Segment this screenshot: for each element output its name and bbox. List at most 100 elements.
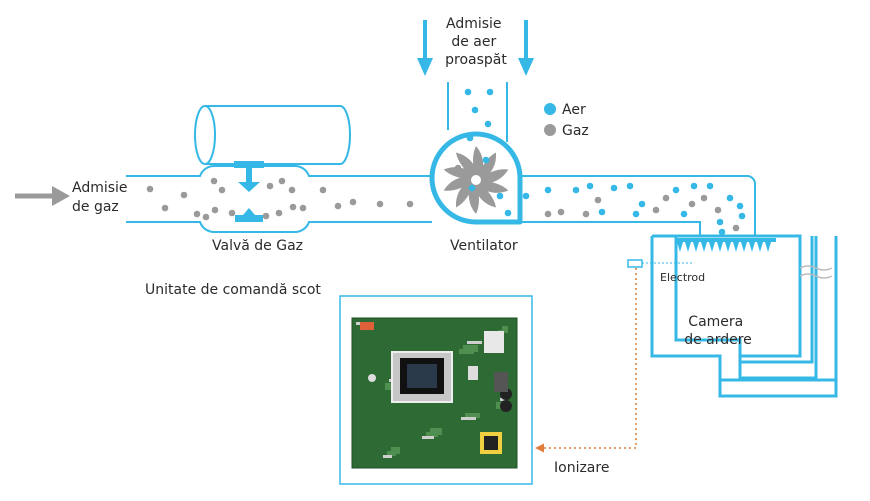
burner-flame — [725, 242, 731, 252]
chamber-wall-inner — [650, 234, 838, 398]
burner-flame — [709, 242, 715, 252]
burner-flame — [717, 242, 723, 252]
electrode-label: Electrod — [660, 271, 705, 284]
air-particle — [680, 210, 688, 218]
control-unit-label: Unitate de comandă scot — [145, 282, 321, 298]
pcb-component — [461, 417, 476, 420]
pcb-component — [387, 451, 396, 456]
gas-particle — [262, 212, 270, 220]
air-particle — [486, 88, 494, 96]
ionization-line — [535, 268, 637, 453]
air-particle — [522, 192, 530, 200]
pcb-component — [500, 398, 506, 401]
air-particle — [638, 200, 646, 208]
burner-flame — [701, 242, 707, 252]
gas-particle — [732, 224, 740, 232]
gas-inlet-arrow-icon — [15, 186, 70, 206]
gas-particle — [146, 185, 154, 193]
gas-particle — [557, 208, 565, 216]
gas-particle — [652, 206, 660, 214]
gas-particle — [228, 209, 236, 217]
gas-particle — [544, 210, 552, 218]
pcb-component — [385, 383, 394, 390]
main-pipe — [126, 165, 432, 233]
gas-particle — [161, 204, 169, 212]
valve-actuator-cylinder — [194, 105, 351, 165]
fan-blade — [456, 152, 480, 180]
gas-particle — [700, 194, 708, 202]
gas-particle — [582, 210, 590, 218]
fan-blade — [476, 152, 497, 183]
burner-flame — [749, 242, 755, 252]
legend-air-swatch — [544, 103, 556, 115]
gas-particle — [266, 182, 274, 190]
gas-particle — [202, 213, 210, 221]
pcb-component — [383, 455, 392, 458]
legend-air-label: Aer — [562, 102, 586, 118]
burner-flame — [733, 242, 739, 252]
pcb-component — [422, 436, 434, 439]
burner-flame — [693, 242, 699, 252]
fan-blade — [443, 167, 478, 180]
gas-particle — [180, 191, 188, 199]
air-particle — [572, 186, 580, 194]
air-particle — [626, 182, 634, 190]
gas-valve-label: Valvă de Gaz — [212, 238, 303, 254]
gas-particle — [714, 206, 722, 214]
air-particle — [706, 182, 714, 190]
gas-particle — [319, 186, 327, 194]
air-particle — [610, 184, 618, 192]
ionization-label: Ionizare — [554, 460, 609, 476]
air-particle — [586, 182, 594, 190]
legend-gas-swatch — [544, 124, 556, 136]
gas-particle — [349, 198, 357, 206]
air-particle — [504, 209, 512, 217]
gas-particle — [193, 210, 201, 218]
fan-label: Ventilator — [450, 238, 518, 254]
air-inlet-arrow-icon — [417, 20, 534, 76]
air-particle — [632, 210, 640, 218]
pcb-component — [459, 349, 474, 354]
air-particle — [690, 182, 698, 190]
burner-flame — [685, 242, 691, 252]
particles — [146, 88, 746, 236]
mix-pipe — [520, 175, 757, 236]
pcb-component — [463, 345, 478, 352]
gas-particle — [278, 177, 286, 185]
gas-particle — [662, 194, 670, 202]
gas-particle — [211, 206, 219, 214]
fan-icon — [429, 131, 523, 225]
air-particle — [718, 228, 726, 236]
burner-flame — [677, 242, 683, 252]
air-particle — [484, 120, 492, 128]
circuit-board-icon — [351, 317, 518, 469]
air-particle — [672, 186, 680, 194]
chamber-break-mark — [799, 265, 833, 279]
air-particle — [464, 88, 472, 96]
gas-particle — [376, 200, 384, 208]
legend-gas-label: Gaz — [562, 123, 589, 139]
pcb-component — [496, 402, 502, 409]
gas-particle — [334, 202, 342, 210]
pcb-component — [467, 341, 482, 344]
valve-icon — [234, 161, 264, 222]
fan-blade — [443, 176, 476, 191]
air-particle — [544, 186, 552, 194]
pcb-component — [356, 322, 362, 325]
pcb-component — [430, 428, 442, 435]
gas-particle — [275, 209, 283, 217]
gas-particle — [218, 186, 226, 194]
pcb-component — [502, 326, 508, 333]
air-particle — [726, 194, 734, 202]
air-particle — [736, 202, 744, 210]
fan-blade — [474, 180, 509, 193]
air-inlet-pipe — [447, 82, 508, 142]
burner-flame — [741, 242, 747, 252]
air-particle — [738, 212, 746, 220]
air-particle — [471, 106, 479, 114]
burner-flame — [757, 242, 763, 252]
gas-particle — [688, 200, 696, 208]
air-inlet-label: Admisie de aer proaspăt — [445, 16, 507, 68]
pcb-component — [391, 447, 400, 454]
